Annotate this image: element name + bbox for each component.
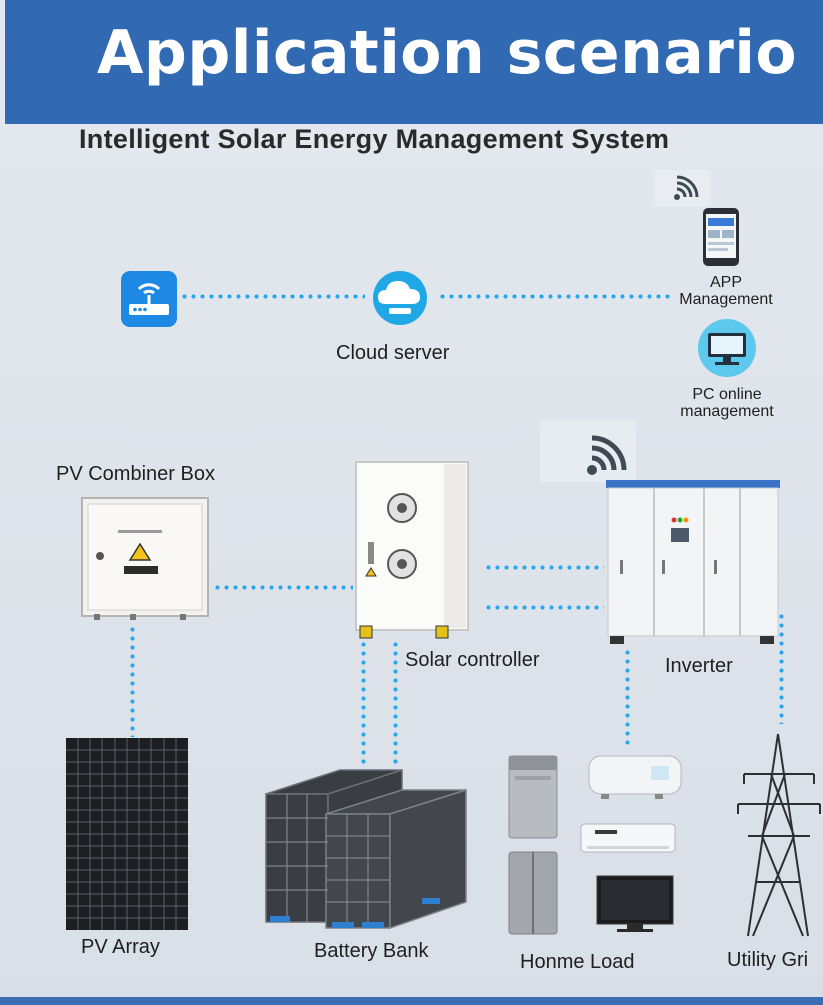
utility-grid-tower <box>734 732 823 938</box>
connector-inverter-grid <box>779 612 784 724</box>
connector-cloud-app <box>438 294 674 299</box>
page-title: Application scenario <box>97 18 797 88</box>
pc-label-line1: PC online <box>670 386 784 403</box>
connector-combiner-controller <box>213 585 353 590</box>
smartphone-icon <box>703 208 739 266</box>
pc-label-line2: management <box>670 403 784 420</box>
connector-controller-inverter-upper <box>484 565 604 570</box>
inverter-cabinet <box>604 478 782 646</box>
battery-bank <box>262 762 476 934</box>
cloud-server-icon <box>367 270 433 326</box>
header-banner: Application scenario <box>5 0 823 124</box>
bottom-bar <box>0 997 823 1005</box>
diagram-subtitle: Intelligent Solar Energy Management Syst… <box>79 124 669 155</box>
pc-management-label: PC online management <box>670 386 784 420</box>
pv-array-label: PV Array <box>81 936 160 959</box>
utility-grid-label: Utility Gri <box>727 949 808 972</box>
solar-controller-label: Solar controller <box>405 649 540 672</box>
app-label-line2: Management <box>672 291 780 308</box>
connector-router-cloud <box>180 294 365 299</box>
monitor-icon <box>693 318 761 378</box>
solar-controller-cabinet <box>352 460 472 642</box>
connector-controller-battery-b <box>393 640 398 768</box>
pv-array-panel <box>66 738 188 930</box>
connector-combiner-pv-array <box>130 625 135 737</box>
connector-inverter-home-load <box>625 648 630 746</box>
router-icon <box>121 271 177 327</box>
battery-bank-label: Battery Bank <box>314 940 429 963</box>
inverter-label: Inverter <box>665 655 733 678</box>
connector-controller-inverter-lower <box>484 605 604 610</box>
home-load-label: Honme Load <box>520 951 635 974</box>
cloud-server-label: Cloud server <box>336 342 449 365</box>
home-appliances <box>505 752 685 937</box>
wifi-signal-small-icon <box>655 170 711 206</box>
connector-controller-battery-a <box>361 640 366 768</box>
app-label-line1: APP <box>672 274 780 291</box>
pv-combiner-box-label: PV Combiner Box <box>56 463 215 486</box>
pv-combiner-box <box>80 496 210 620</box>
wifi-signal-icon <box>540 420 636 482</box>
app-management-label: APP Management <box>672 274 780 308</box>
